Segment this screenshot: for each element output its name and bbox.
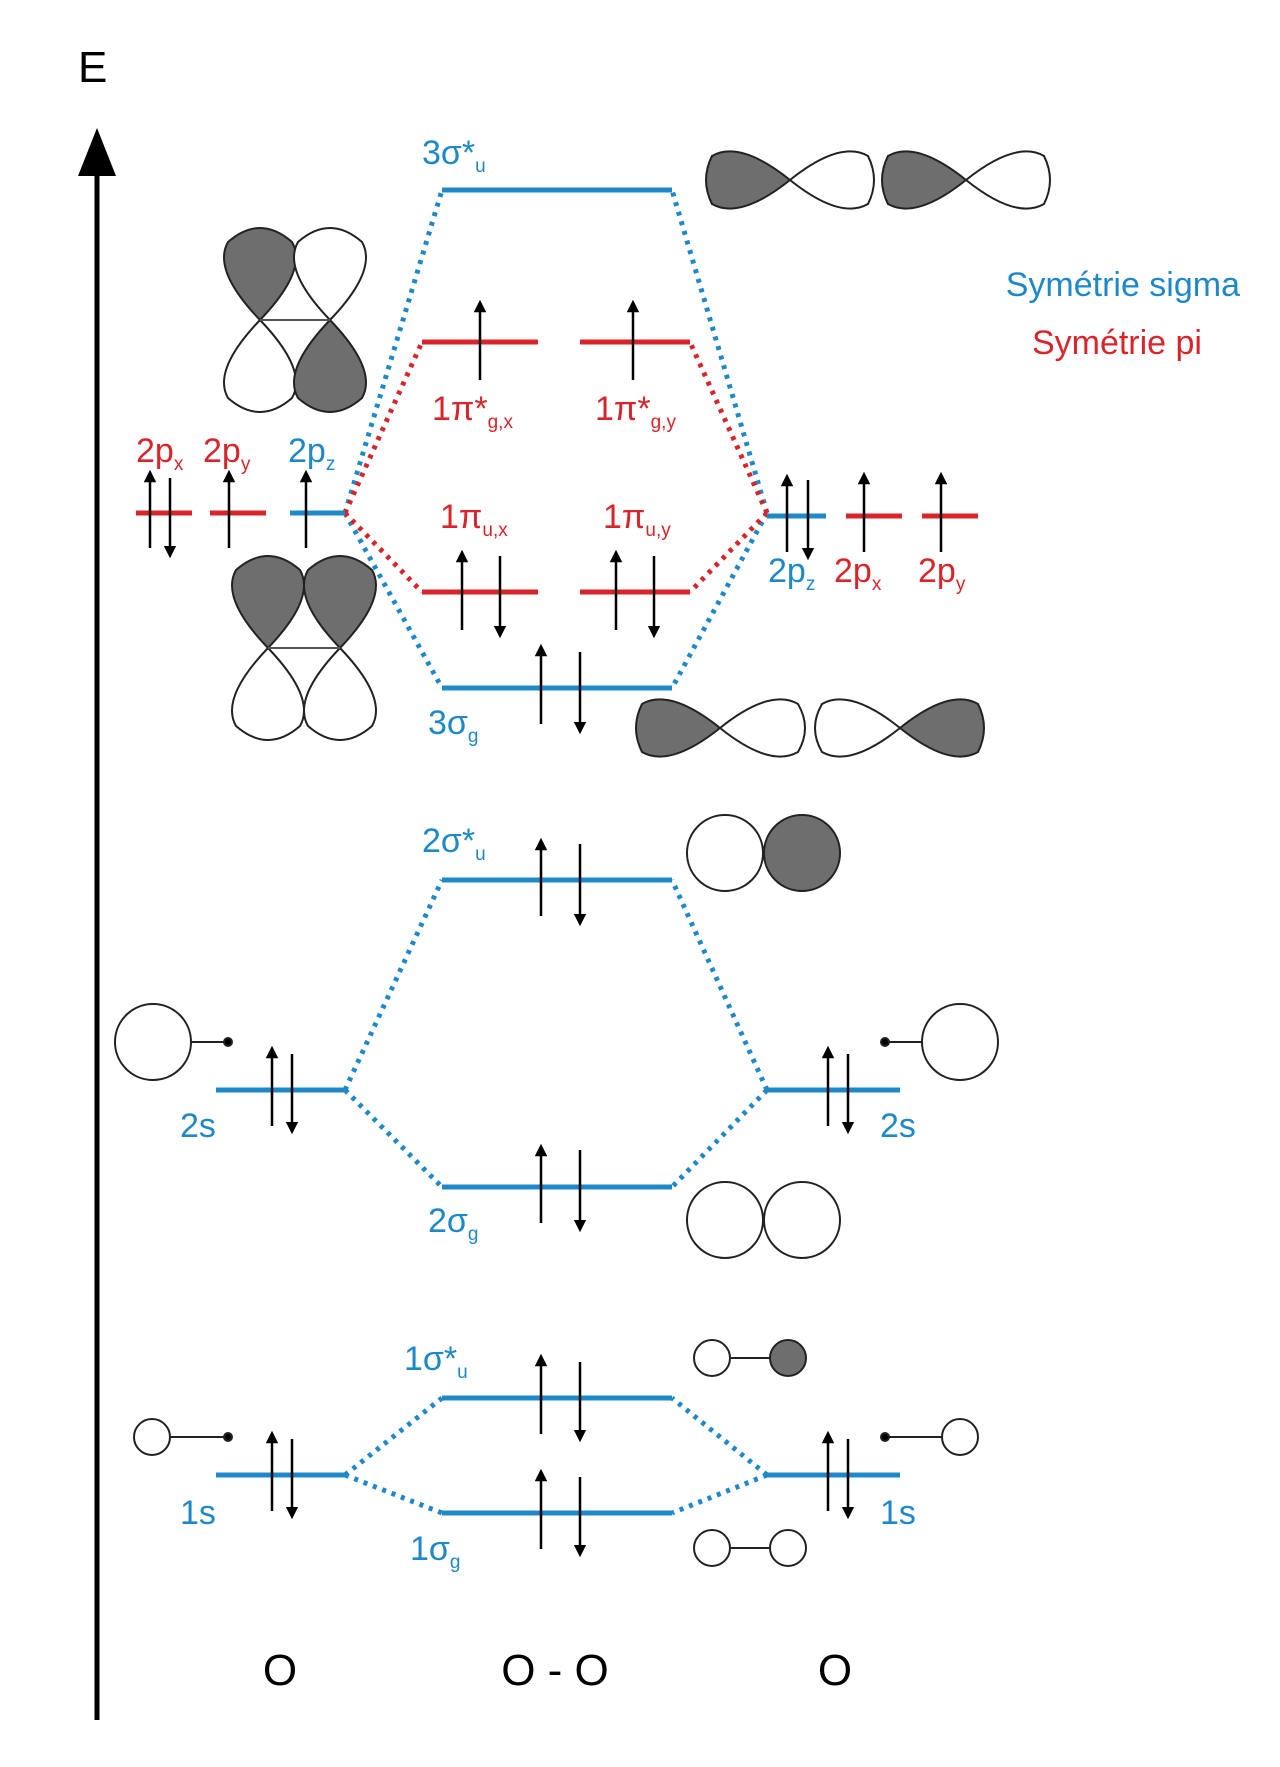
atom-labels: O O - O O (263, 1646, 852, 1695)
label-left-1s: 1s (180, 1494, 216, 1532)
label-right-2s: 2s (880, 1107, 916, 1145)
labels: 2px 2py 2pz 2pz 2px 2py 2s 2s 1s 1s 3σ*u… (136, 134, 966, 1573)
label-1pi-g-x: 1π*g,x (432, 390, 513, 433)
label-right-2pz: 2pz (768, 552, 815, 595)
pi-bonding-lobes-icon (231, 554, 377, 742)
label-right-1s: 1s (880, 1494, 916, 1532)
legend-sigma: Symétrie sigma (1006, 266, 1240, 304)
energy-axis: E (78, 43, 116, 1720)
sigma-star-2s-icon (686, 814, 841, 892)
sigma-2s-bonding-icon (686, 1181, 841, 1259)
label-2sigma-g: 2σg (428, 1202, 478, 1245)
axis-arrowhead-icon (78, 128, 116, 176)
orbital-drawings (114, 150, 1051, 1567)
label-left-2px: 2px (136, 432, 184, 475)
label-1sigma-u: 1σ*u (404, 1340, 468, 1383)
molecule-label: O - O (501, 1646, 609, 1695)
label-1pi-u-x: 1πu,x (440, 498, 508, 541)
label-right-2px: 2px (834, 552, 882, 595)
label-3sigma-u: 3σ*u (422, 134, 486, 177)
correlation-lines (342, 189, 770, 1516)
label-1pi-g-y: 1π*g,y (595, 390, 676, 433)
sigma-2p-bonding-lobes-icon (635, 698, 985, 758)
label-left-2py: 2py (203, 432, 251, 475)
orbital-1s-left-icon (133, 1418, 233, 1456)
label-2sigma-u: 2σ*u (422, 822, 486, 865)
atom-right-label: O (818, 1646, 852, 1695)
orbital-1s-right-icon (880, 1418, 979, 1456)
sigma-1s-bonding-icon (693, 1529, 807, 1567)
label-left-2pz: 2pz (288, 432, 335, 475)
orbital-2s-left-icon (114, 1003, 233, 1081)
atom-left-label: O (263, 1646, 297, 1695)
pi-star-lobes-icon (223, 226, 367, 414)
orbital-2s-right-icon (880, 1003, 999, 1081)
label-3sigma-g: 3σg (428, 704, 478, 747)
energy-levels (136, 187, 978, 1516)
legend-pi: Symétrie pi (1032, 324, 1202, 362)
label-1pi-u-y: 1πu,y (603, 498, 671, 541)
label-1sigma-g: 1σg (410, 1530, 460, 1573)
axis-label-e: E (78, 43, 107, 92)
sigma-star-1s-icon (693, 1339, 807, 1377)
label-right-2py: 2py (918, 552, 966, 595)
label-left-2s: 2s (180, 1107, 216, 1145)
legend: Symétrie sigma Symétrie pi (1006, 266, 1240, 362)
electrons (143, 299, 948, 1558)
sigma-star-2p-lobes-icon (705, 150, 1051, 210)
